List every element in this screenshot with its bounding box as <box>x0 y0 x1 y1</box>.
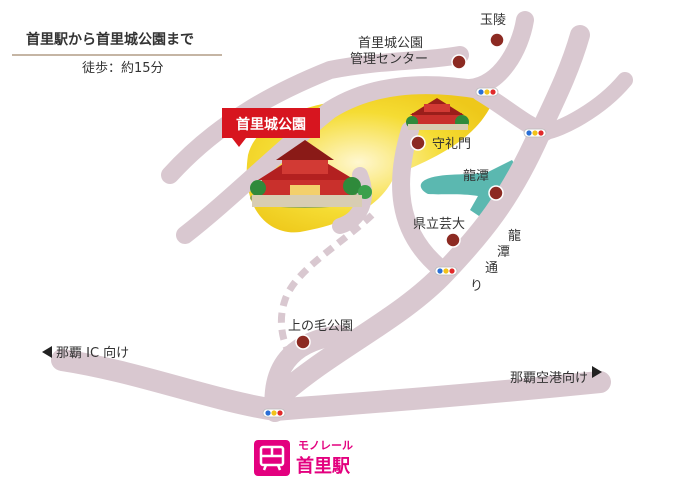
label-shureimon: 守礼門 <box>432 136 471 152</box>
ryutan-pond <box>420 160 520 218</box>
direction-naha-airport: 那覇空港向け <box>510 366 602 386</box>
road-north-west <box>161 46 469 184</box>
pin-gyokuryo <box>489 32 505 48</box>
shurei-gate-illustration <box>406 98 469 130</box>
header: 首里駅から首里城公園まで 徒歩：約15分 <box>12 31 222 76</box>
label-gyokuryo: 玉陵 <box>480 13 506 28</box>
traffic-signal-icon <box>523 128 547 138</box>
ryutan-dori-char-3: 通 <box>485 261 498 276</box>
road-west-loop <box>176 76 489 244</box>
pin-shureimon <box>410 135 426 151</box>
triangle-left-icon <box>42 346 52 358</box>
label-kanri-center-1: 首里城公園 <box>358 36 423 51</box>
road-inner-loop <box>392 121 449 277</box>
road-park-south <box>332 167 372 234</box>
label-kanri-center-2: 管理センター <box>350 52 428 67</box>
label-kenritsu-geidai: 県立芸大 <box>413 216 465 232</box>
walk-time: 徒歩：約15分 <box>82 61 164 76</box>
roads <box>51 11 633 422</box>
direction-naha-ic: 那覇 IC 向け <box>42 345 129 361</box>
traffic-signal-icon <box>475 87 499 97</box>
road-gyokuryo <box>461 11 534 97</box>
label-uenomo-park: 上の毛公園 <box>288 319 353 334</box>
badge-label: 首里城公園 <box>236 116 306 133</box>
pin-ryutan <box>488 185 504 201</box>
label-to-naha-airport: 那覇空港向け <box>510 370 588 386</box>
label-ryutan-dori: 龍 潭 通 り <box>470 228 521 294</box>
monorail-station-icon <box>254 440 290 476</box>
shurijo-badge: 首里城公園 <box>222 108 320 147</box>
station-name: 首里駅 <box>296 455 351 477</box>
pin-kenritsu-geidai <box>445 232 461 248</box>
pin-uenomo-park <box>295 334 311 350</box>
label-ryutan: 龍潭 <box>463 168 489 184</box>
walking-path-dashed <box>277 212 375 357</box>
road-ryutan-north <box>530 25 590 142</box>
road-far-ne <box>537 72 633 140</box>
traffic-signals <box>262 87 547 418</box>
shuri-station: モノレール 首里駅 <box>254 439 353 477</box>
pin-kanri-center <box>451 54 467 70</box>
ryutan-dori-char-2: 潭 <box>497 245 510 260</box>
triangle-right-icon <box>592 366 602 378</box>
traffic-signal-icon <box>262 408 286 418</box>
ryutan-dori-char-1: 龍 <box>508 228 521 244</box>
ryutan-dori-char-4: り <box>470 279 483 294</box>
pins <box>295 32 505 350</box>
shurijo-castle-main <box>250 140 372 208</box>
road-east-ne <box>471 83 554 141</box>
route-title: 首里駅から首里城公園まで <box>26 31 194 48</box>
label-to-naha-ic: 那覇 IC 向け <box>56 345 129 361</box>
badge-pointer <box>232 138 246 147</box>
traffic-signal-icon <box>434 266 458 276</box>
station-type-label: モノレール <box>298 439 353 452</box>
badge-bg <box>222 108 320 138</box>
